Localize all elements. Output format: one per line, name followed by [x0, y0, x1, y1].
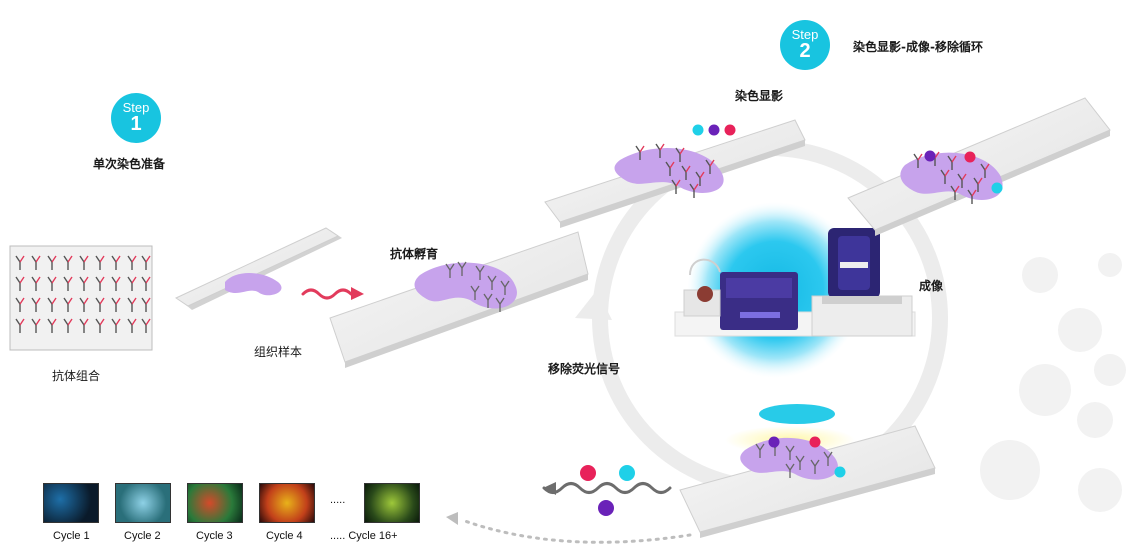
step2-word: Step — [791, 27, 819, 42]
step1-title: 单次染色准备 — [93, 157, 166, 171]
cycle-1-label: Cycle 1 — [53, 530, 90, 542]
tissue-sample-slide — [174, 227, 342, 310]
step1-number: 1 — [130, 113, 142, 135]
cycle-3-thumbnail — [187, 483, 243, 523]
step2-number: 2 — [799, 40, 811, 62]
step1-word: Step — [122, 100, 150, 115]
step2-badge: Step 2 — [780, 20, 830, 70]
staining-slide — [544, 119, 806, 228]
cycle-4-label: Cycle 4 — [266, 530, 303, 542]
step2-title: 染色显影-成像-移除循环 — [853, 40, 983, 54]
cycle-1-thumbnail — [43, 483, 99, 523]
remove-signal-label: 移除荧光信号 — [548, 362, 621, 376]
cycle-2-label: Cycle 2 — [124, 530, 161, 542]
grey-wave-arrow — [542, 482, 672, 495]
staining-label: 染色显影 — [735, 89, 784, 103]
cycle-16-label: ..... Cycle 16+ — [330, 530, 398, 542]
imaging-slide — [847, 97, 1111, 236]
removal-slide — [679, 404, 936, 538]
removed-dyes — [580, 465, 635, 516]
decorative-bubbles — [980, 253, 1126, 512]
antibody-panel-graphic — [9, 245, 153, 351]
objective-lens — [759, 404, 835, 424]
cycle-3-label: Cycle 3 — [196, 530, 233, 542]
cycle-4-thumbnail — [259, 483, 315, 523]
cycle-arrow-head — [575, 290, 612, 320]
imaging-label: 成像 — [919, 279, 944, 293]
dotted-arrow — [446, 512, 692, 544]
staining-dots — [692, 124, 736, 136]
cycle-ellipsis: ..... — [330, 494, 346, 506]
cycle-16-thumbnail — [364, 483, 420, 523]
cycle-2-thumbnail — [115, 483, 171, 523]
antibody-panel-label: 抗体组合 — [52, 369, 101, 383]
tissue-sample-label: 组织样本 — [254, 345, 303, 359]
wavy-arrow — [301, 287, 364, 300]
incubation-slide — [329, 231, 589, 368]
incubation-label: 抗体孵育 — [390, 247, 439, 261]
step1-badge: Step 1 — [111, 93, 161, 143]
imaging-instrument — [674, 228, 916, 337]
